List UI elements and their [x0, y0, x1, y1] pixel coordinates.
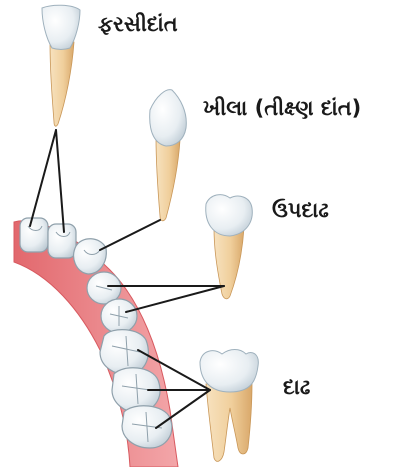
arch-incisor-1 — [20, 218, 48, 252]
label-incisor: ફરસીદાંત — [98, 14, 178, 35]
molar-root — [206, 384, 252, 461]
label-canine: ખીલા (તીક્ષ્ણ દાંત) — [203, 98, 361, 119]
premolar-crown — [206, 195, 253, 236]
canine-tooth — [150, 90, 187, 221]
canine-crown — [150, 90, 187, 146]
premolar-tooth — [206, 195, 253, 299]
canine-root — [156, 138, 180, 221]
label-premolar: ઉપદાઢ — [272, 200, 329, 221]
label-molar: દાઢ — [283, 377, 310, 398]
molar-crown — [200, 350, 258, 393]
arch-incisor-2 — [48, 224, 76, 258]
incisor-root — [50, 42, 74, 126]
molar-tooth — [200, 350, 258, 462]
incisor-tooth — [42, 5, 80, 126]
